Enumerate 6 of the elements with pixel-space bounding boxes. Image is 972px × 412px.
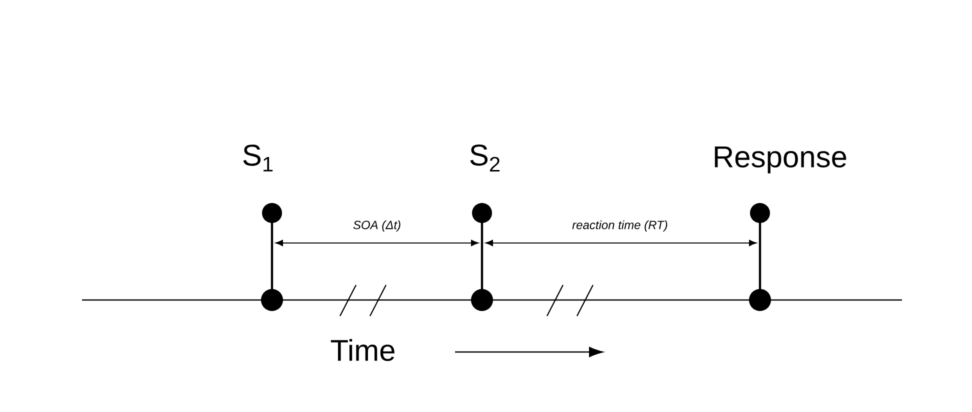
dimension-label: SOA (Δt) (353, 220, 400, 232)
label-text: S$_{2}$ (470, 144, 500, 172)
label-text: S$_{1}$ (243, 144, 273, 172)
label-text: Response (714, 146, 846, 174)
axis-label: Time (330, 338, 394, 361)
dimension-label: reaction time (RT) (572, 220, 668, 232)
